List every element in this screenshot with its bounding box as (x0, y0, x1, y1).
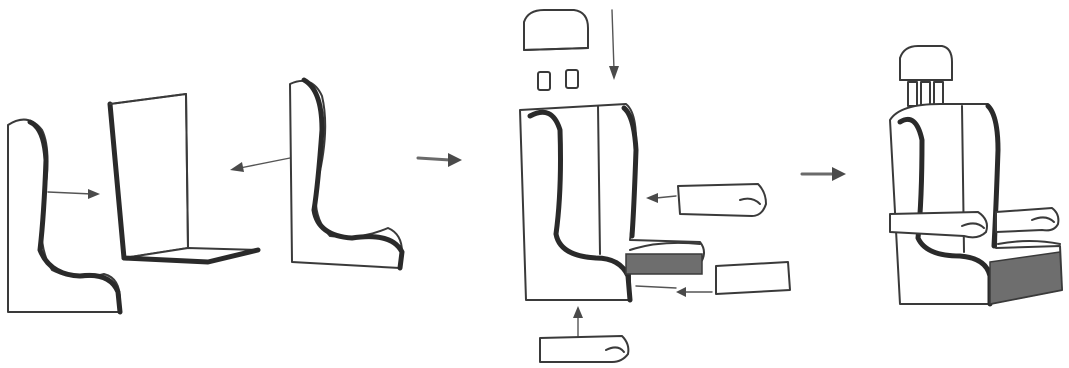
backrest-seat-frame (110, 94, 258, 262)
headrest-posts (538, 70, 578, 90)
step-arrow-2 (802, 167, 846, 181)
step-arrow-1 (418, 153, 462, 167)
armrest-incoming (646, 184, 766, 216)
arrow-from-right-panel (230, 158, 290, 172)
headrest (524, 10, 588, 50)
footrest-incoming (540, 306, 628, 362)
assembled-shell (520, 104, 704, 300)
stage-1-parts (8, 80, 402, 312)
arrow-headrest-down (609, 10, 619, 80)
completed-seat (890, 46, 1062, 304)
left-side-panel (8, 120, 120, 312)
stage-2-assembly (520, 10, 790, 362)
right-side-panel (290, 80, 402, 268)
arrow-into-backrest (48, 189, 100, 199)
